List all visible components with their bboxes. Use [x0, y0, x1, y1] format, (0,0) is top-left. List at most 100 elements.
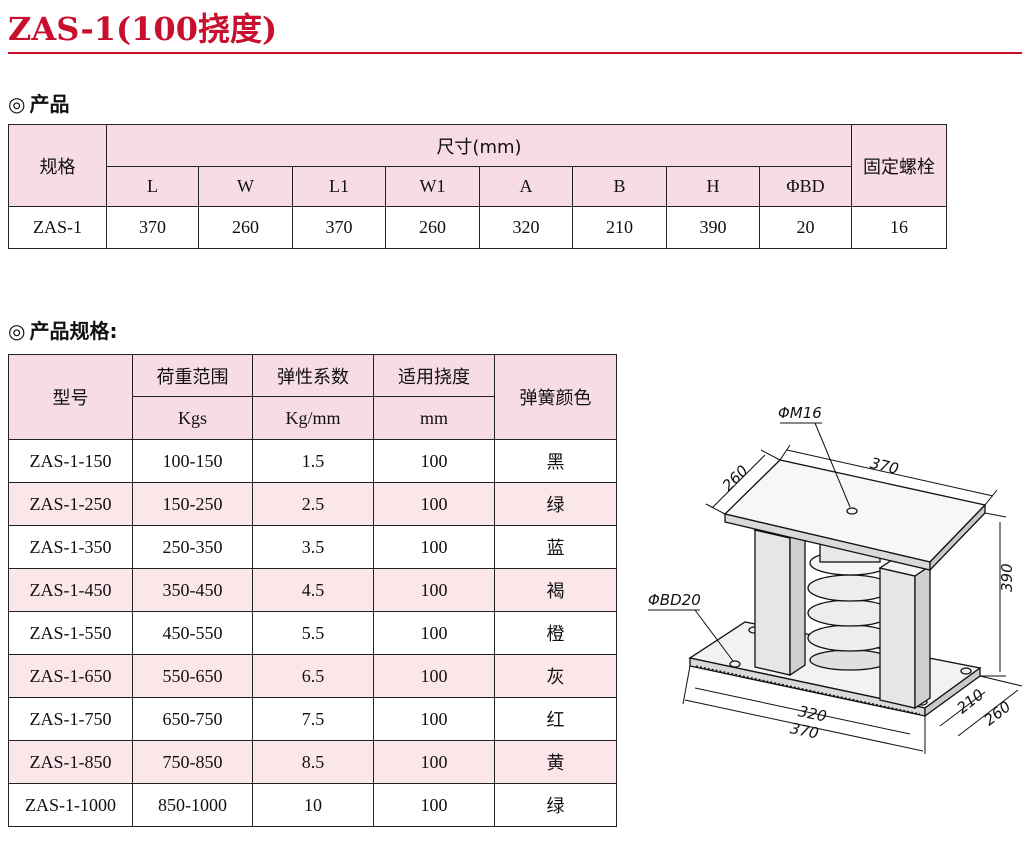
label-top-length: 370	[868, 454, 900, 478]
cell-stiffness: 3.5	[252, 525, 374, 569]
table-row: ZAS-1-650 550-650 6.5 100 灰	[8, 654, 617, 698]
cell-color: 绿	[494, 783, 617, 827]
header-A: A	[479, 166, 573, 207]
cell-color: 红	[494, 697, 617, 741]
cell-model: ZAS-1-750	[8, 697, 133, 741]
cell-stiffness: 7.5	[252, 697, 374, 741]
base-hole	[729, 660, 741, 668]
cell-model: ZAS-1	[8, 206, 107, 249]
cell-stiffness: 1.5	[252, 439, 374, 483]
cell-deflection: 100	[373, 525, 495, 569]
header-spec: 规格	[8, 124, 107, 207]
cell-color: 蓝	[494, 525, 617, 569]
table-row: ZAS-1-150 100-150 1.5 100 黑	[8, 439, 617, 483]
cell-B: 210	[572, 206, 667, 249]
cell-deflection: 100	[373, 568, 495, 612]
cell-A: 320	[479, 206, 573, 249]
title-divider	[8, 52, 1022, 54]
cell-model: ZAS-1-650	[8, 654, 133, 698]
header-stiffness: 弹性系数	[252, 354, 374, 397]
label-base-w2: 260	[981, 697, 1015, 729]
header-W1: W1	[385, 166, 480, 207]
cell-load: 350-450	[132, 568, 253, 612]
cell-deflection: 100	[373, 654, 495, 698]
table-row: ZAS-1-350 250-350 3.5 100 蓝	[8, 525, 617, 569]
cell-load: 450-550	[132, 611, 253, 655]
cell-deflection: 100	[373, 783, 495, 827]
label-base-l2: 370	[789, 719, 821, 743]
cell-load: 550-650	[132, 654, 253, 698]
cell-L: 370	[106, 206, 199, 249]
cell-load: 650-750	[132, 697, 253, 741]
table-row: ZAS-1-450 350-450 4.5 100 褐	[8, 568, 617, 612]
section-product-label: 产品	[29, 92, 70, 116]
section-product: ◎产品	[8, 88, 69, 117]
label-base-hole: ΦBD20	[648, 591, 701, 609]
header-H: H	[666, 166, 760, 207]
dimensions-table: 规格 尺寸(mm) 固定螺栓 L W L1 W1 A B H ΦBD ZAS-1…	[8, 124, 947, 249]
circle-mark-icon: ◎	[8, 319, 26, 343]
cell-color: 绿	[494, 482, 617, 526]
top-hole	[846, 507, 858, 515]
cell-model: ZAS-1-350	[8, 525, 133, 569]
cell-W: 260	[198, 206, 293, 249]
cell-BD: 20	[759, 206, 852, 249]
cell-deflection: 100	[373, 740, 495, 784]
cell-bolt: 16	[851, 206, 947, 249]
header-deflection-unit: mm	[373, 396, 495, 440]
header-L: L	[106, 166, 199, 207]
label-base-l1: 320	[797, 702, 829, 726]
cell-deflection: 100	[373, 482, 495, 526]
label-top-hole: ΦM16	[778, 404, 822, 422]
cell-model: ZAS-1-150	[8, 439, 133, 483]
cell-model: ZAS-1-850	[8, 740, 133, 784]
cell-load: 100-150	[132, 439, 253, 483]
page-title: ZAS-1(100挠度)	[8, 10, 278, 48]
header-model: 型号	[8, 354, 133, 440]
header-BD: ΦBD	[759, 166, 852, 207]
cell-L1: 370	[292, 206, 386, 249]
header-load-unit: Kgs	[132, 396, 253, 440]
header-bolt: 固定螺栓	[851, 124, 947, 207]
cell-stiffness: 10	[252, 783, 374, 827]
cell-model: ZAS-1-1000	[8, 783, 133, 827]
cell-deflection: 100	[373, 611, 495, 655]
cell-stiffness: 6.5	[252, 654, 374, 698]
table-row: ZAS-1-750 650-750 7.5 100 红	[8, 697, 617, 741]
cell-color: 黑	[494, 439, 617, 483]
cell-W1: 260	[385, 206, 480, 249]
cell-color: 褐	[494, 568, 617, 612]
cell-color: 灰	[494, 654, 617, 698]
circle-mark-icon: ◎	[8, 92, 26, 116]
cell-load: 850-1000	[132, 783, 253, 827]
header-L1: L1	[292, 166, 386, 207]
cell-model: ZAS-1-250	[8, 482, 133, 526]
label-height: 390	[998, 563, 1016, 592]
cell-color: 黄	[494, 740, 617, 784]
table-row: ZAS-1-1000 850-1000 10 100 绿	[8, 783, 617, 827]
header-spring-color: 弹簧颜色	[494, 354, 617, 440]
isolator-drawing: ΦM16 260 370 390 ΦBD20 320 370 210 260	[640, 390, 1025, 760]
section-product-spec: ◎产品规格:	[8, 315, 117, 344]
cell-load: 750-850	[132, 740, 253, 784]
table-row: ZAS-1-250 150-250 2.5 100 绿	[8, 482, 617, 526]
section-product-spec-label: 产品规格:	[29, 319, 118, 343]
header-B: B	[572, 166, 667, 207]
cell-deflection: 100	[373, 697, 495, 741]
cell-load: 150-250	[132, 482, 253, 526]
header-load: 荷重范围	[132, 354, 253, 397]
cell-stiffness: 5.5	[252, 611, 374, 655]
cell-model: ZAS-1-550	[8, 611, 133, 655]
cell-stiffness: 8.5	[252, 740, 374, 784]
table-row: ZAS-1-850 750-850 8.5 100 黄	[8, 740, 617, 784]
header-deflection: 适用挠度	[373, 354, 495, 397]
header-size: 尺寸(mm)	[106, 124, 852, 167]
header-stiffness-unit: Kg/mm	[252, 396, 374, 440]
cell-deflection: 100	[373, 439, 495, 483]
cell-model: ZAS-1-450	[8, 568, 133, 612]
label-top-width: 260	[719, 462, 752, 495]
cell-load: 250-350	[132, 525, 253, 569]
cell-H: 390	[666, 206, 760, 249]
spec-table: 型号 荷重范围 弹性系数 适用挠度 弹簧颜色 Kgs Kg/mm mm ZAS-…	[8, 354, 617, 827]
header-W: W	[198, 166, 293, 207]
